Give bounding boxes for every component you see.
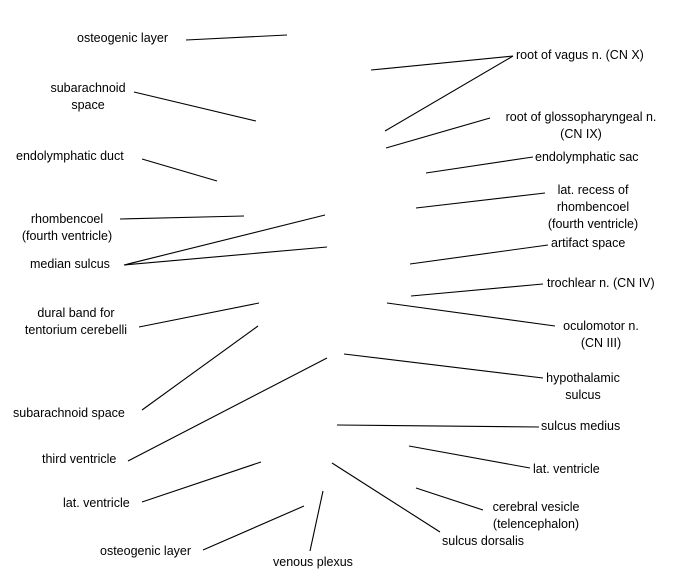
label-cerebral-vesicle: cerebral vesicle (telencephalon) — [492, 500, 580, 531]
leader-lat-ventricle-left — [141, 461, 262, 503]
leader-artifact-space — [409, 244, 549, 265]
label-dural-band: dural band for tentorium cerebelli — [24, 306, 128, 337]
leader-rhombencoel-left — [119, 215, 245, 220]
label-subarachnoid-space-upper: subarachnoid space — [50, 81, 126, 112]
label-oculomotor-n: oculomotor n. (CN III) — [563, 319, 639, 350]
label-osteogenic-layer-top: osteogenic layer — [77, 31, 169, 45]
leader-lat-ventricle-right — [408, 445, 531, 469]
leader-median-sulcus-b — [123, 246, 328, 266]
label-root-of-glossopharyngeal: root of glossopharyngeal n. (CN IX) — [505, 110, 657, 141]
label-third-ventricle: third ventricle — [42, 452, 117, 466]
label-rhombencoel-left: rhombencoel (fourth ventricle) — [21, 212, 113, 243]
label-venous-plexus: venous plexus — [273, 555, 353, 569]
leader-third-ventricle — [127, 357, 328, 462]
label-endolymphatic-sac: endolymphatic sac — [535, 150, 639, 164]
label-osteogenic-layer-bottom: osteogenic layer — [100, 544, 192, 558]
leader-osteogenic-layer-top — [185, 34, 288, 41]
leader-venous-plexus — [309, 490, 324, 552]
label-lat-ventricle-right: lat. ventricle — [533, 462, 600, 476]
leader-subarachnoid-space-lower — [141, 325, 259, 411]
leader-root-of-vagus-b — [384, 55, 514, 132]
leader-endolymphatic-sac — [425, 156, 534, 174]
label-subarachnoid-space-lower: subarachnoid space — [13, 406, 125, 420]
leader-root-of-glossopharyngeal — [385, 117, 491, 149]
label-lat-ventricle-left: lat. ventricle — [63, 496, 130, 510]
label-trochlear-n: trochlear n. (CN IV) — [547, 276, 655, 290]
leader-sulcus-medius — [336, 424, 540, 428]
label-lat-recess: lat. recess of rhombencoel (fourth ventr… — [547, 183, 639, 231]
label-root-of-vagus: root of vagus n. (CN X) — [516, 48, 644, 62]
label-sulcus-dorsalis: sulcus dorsalis — [442, 534, 524, 548]
leader-endolymphatic-duct — [141, 158, 218, 182]
label-artifact-space: artifact space — [551, 236, 626, 250]
leader-hypothalamic-sulcus — [343, 353, 544, 379]
leader-trochlear-n — [410, 283, 544, 297]
leader-oculomotor-n — [386, 302, 556, 327]
leader-sulcus-dorsalis — [331, 462, 441, 533]
leader-root-of-vagus-a — [370, 55, 514, 71]
label-median-sulcus: median sulcus — [30, 257, 110, 271]
label-sulcus-medius: sulcus medius — [541, 419, 621, 433]
leader-median-sulcus-a — [123, 214, 326, 266]
leader-osteogenic-layer-bottom — [202, 505, 305, 551]
label-endolymphatic-duct: endolymphatic duct — [16, 149, 124, 163]
leader-cerebral-vesicle — [415, 487, 484, 511]
label-hypothalamic-sulcus: hypothalamic sulcus — [546, 371, 620, 402]
leader-subarachnoid-space-upper — [133, 91, 257, 122]
leader-dural-band — [138, 302, 260, 328]
leader-lat-recess — [415, 192, 546, 209]
